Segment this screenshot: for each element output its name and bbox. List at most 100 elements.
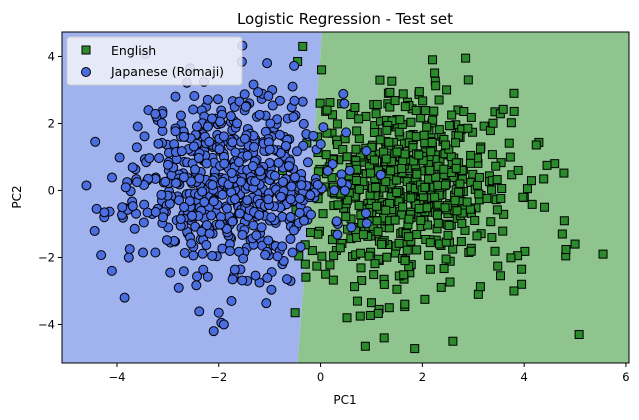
point-japanese xyxy=(188,104,199,115)
point-japanese xyxy=(131,142,142,153)
point-english xyxy=(371,109,381,119)
point-english xyxy=(377,239,387,249)
point-english xyxy=(429,106,439,116)
point-japanese xyxy=(194,306,205,317)
point-japanese xyxy=(294,193,305,204)
x-tick-label: 0 xyxy=(317,370,324,384)
point-japanese xyxy=(123,252,134,263)
point-english xyxy=(527,199,537,209)
point-japanese xyxy=(192,271,203,282)
point-japanese xyxy=(81,180,92,191)
y-tick-label: −4 xyxy=(38,317,55,331)
point-japanese xyxy=(264,144,275,155)
point-japanese xyxy=(262,272,273,283)
point-english xyxy=(420,138,430,148)
point-japanese xyxy=(184,196,195,207)
point-japanese xyxy=(297,96,308,107)
point-japanese xyxy=(201,158,212,169)
point-japanese xyxy=(253,87,264,98)
point-english xyxy=(386,166,396,176)
point-japanese xyxy=(288,111,299,122)
point-japanese xyxy=(263,235,274,246)
point-japanese xyxy=(162,159,173,170)
point-japanese xyxy=(154,153,165,164)
point-english xyxy=(313,229,323,239)
point-english xyxy=(373,308,383,318)
point-english xyxy=(298,41,308,51)
point-japanese xyxy=(208,326,219,337)
point-japanese xyxy=(229,264,240,275)
point-japanese xyxy=(299,215,310,226)
point-english xyxy=(466,150,476,160)
point-japanese xyxy=(360,208,371,219)
point-english xyxy=(312,261,322,271)
point-english xyxy=(506,253,516,263)
point-english xyxy=(444,121,454,131)
point-japanese xyxy=(344,165,355,176)
point-english xyxy=(442,85,452,95)
point-japanese xyxy=(144,153,155,164)
point-english xyxy=(439,164,449,174)
point-english xyxy=(379,333,389,343)
point-japanese xyxy=(197,186,208,197)
point-english xyxy=(475,172,485,182)
point-english xyxy=(473,289,483,299)
point-english xyxy=(369,127,379,137)
point-japanese xyxy=(332,229,343,240)
point-japanese xyxy=(207,250,218,261)
point-japanese xyxy=(217,189,228,200)
point-english xyxy=(434,95,444,105)
point-english xyxy=(329,251,339,261)
point-japanese xyxy=(285,212,296,223)
point-japanese xyxy=(204,136,215,147)
point-japanese xyxy=(219,158,230,169)
point-english xyxy=(375,75,385,85)
point-english xyxy=(522,184,532,194)
point-japanese xyxy=(207,180,218,191)
point-english xyxy=(550,159,560,169)
point-japanese xyxy=(249,142,260,153)
point-english xyxy=(451,138,461,148)
point-japanese xyxy=(361,146,372,157)
point-japanese xyxy=(346,222,357,233)
point-japanese xyxy=(227,274,238,285)
point-japanese xyxy=(119,292,130,303)
point-english xyxy=(317,65,327,75)
point-japanese xyxy=(273,157,284,168)
point-english xyxy=(325,260,335,270)
point-japanese xyxy=(274,129,285,140)
point-japanese xyxy=(214,219,225,230)
point-english xyxy=(445,277,455,287)
point-english xyxy=(504,138,514,148)
point-english xyxy=(498,104,508,114)
point-japanese xyxy=(295,241,306,252)
point-japanese xyxy=(308,130,319,141)
point-japanese xyxy=(285,194,296,205)
point-english xyxy=(450,196,460,206)
point-english xyxy=(414,87,424,97)
point-english xyxy=(391,175,401,185)
point-english xyxy=(387,76,397,86)
legend: English Japanese (Romaji) xyxy=(66,36,243,86)
point-english xyxy=(342,195,352,205)
point-english xyxy=(355,311,365,321)
point-english xyxy=(410,344,420,354)
point-english xyxy=(372,201,382,211)
point-japanese xyxy=(138,247,149,258)
point-english xyxy=(354,114,364,124)
point-japanese xyxy=(263,91,274,102)
point-english xyxy=(492,175,502,185)
point-japanese xyxy=(170,178,181,189)
point-english xyxy=(559,216,569,226)
point-english xyxy=(332,140,342,150)
point-japanese xyxy=(139,131,150,142)
point-japanese xyxy=(179,131,190,142)
point-english xyxy=(418,96,428,106)
point-japanese xyxy=(234,208,245,219)
point-japanese xyxy=(129,223,140,234)
point-japanese xyxy=(153,138,164,149)
point-japanese xyxy=(178,266,189,277)
point-japanese xyxy=(338,88,349,99)
point-japanese xyxy=(233,157,244,168)
point-japanese xyxy=(224,245,235,256)
